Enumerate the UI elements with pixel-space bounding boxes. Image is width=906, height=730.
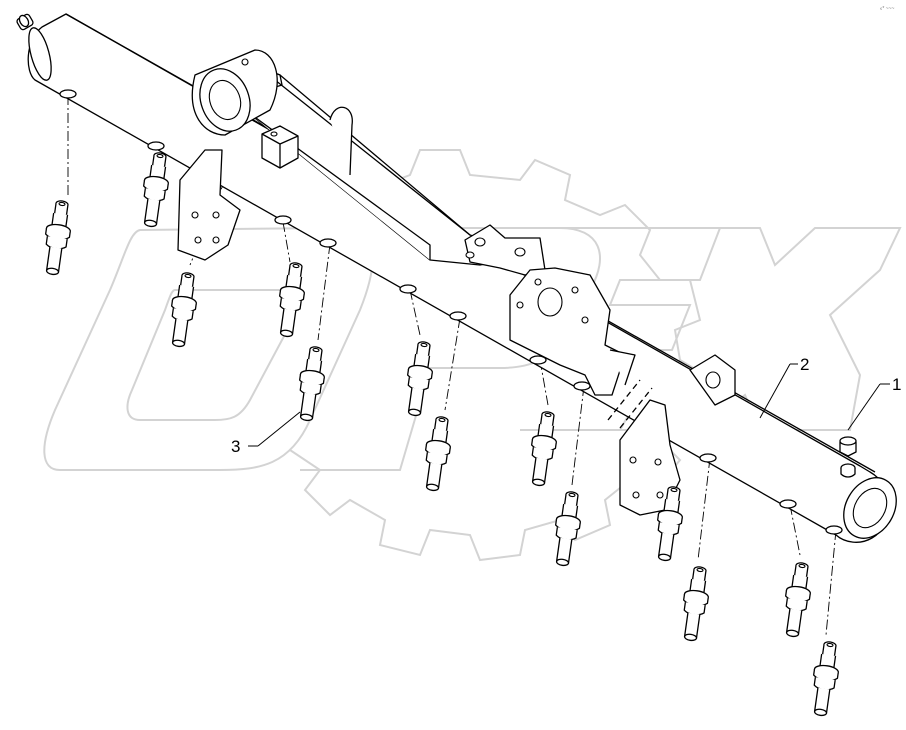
nozzle [143,152,169,228]
nozzle [279,262,305,338]
callout-2-label: 2 [800,355,809,374]
nozzle [45,200,71,276]
tube-break-mark [607,379,653,429]
nozzle [683,566,709,642]
nozzle [299,346,325,422]
nozzle [657,486,683,562]
tube-body [27,13,890,543]
main-tube [27,13,897,543]
mounting-plate-left [177,149,241,261]
pivot-arm [191,49,506,266]
fitting-part-1 [839,436,857,478]
nozzle [425,416,451,492]
nozzle [555,491,581,567]
watermark-o-outline [43,226,374,471]
callout-2: 2 [759,355,809,419]
corner-mark: ﺀ* ~~~ [880,6,895,12]
mounting-bracket-center [509,267,636,396]
nozzles-part-3 [45,152,839,717]
tube-end-left [28,27,52,81]
watermark-o-inner [126,289,298,421]
nozzle [407,341,433,417]
nozzle [531,411,557,487]
callout-3-label: 3 [231,437,240,456]
nozzle [785,562,811,638]
left-end-plug [16,13,34,31]
tube-end-right-bore [852,487,888,529]
nozzle [171,272,197,348]
mounting-plate-right [619,354,736,516]
tip-bracket [464,224,546,276]
callout-1: 1 [847,375,901,431]
callout-3: 3 [231,411,301,456]
callout-1-label: 1 [892,375,901,394]
nozzle [813,641,839,717]
